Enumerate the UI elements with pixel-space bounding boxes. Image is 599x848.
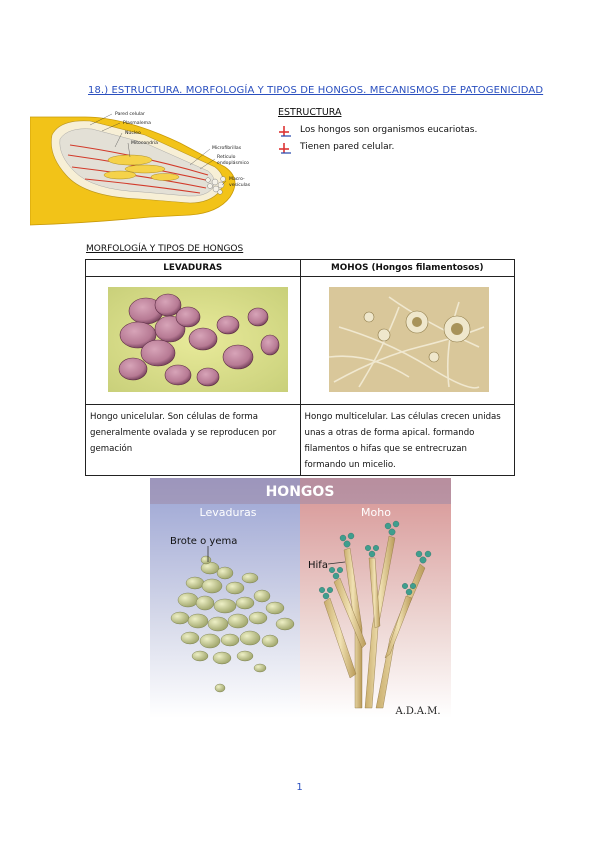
brote-label: Brote o yema	[170, 536, 237, 547]
label-reticulo: Retículo	[217, 153, 236, 160]
bullet-text: Tienen pared celular.	[300, 142, 395, 152]
arrow-bullet-icon	[279, 125, 291, 137]
bullet-text: Los hongos son organismos eucariotas.	[300, 125, 478, 135]
mold-micrograph	[328, 287, 489, 392]
mold-spores	[319, 520, 432, 600]
yeast-cluster	[170, 555, 295, 693]
arrow-bullet-icon	[279, 142, 291, 154]
mold-hyphae	[323, 535, 426, 709]
moho-label: Moho	[361, 506, 391, 519]
mold-photo-cell	[299, 276, 515, 405]
fungi-types-table: LEVADURAS MOHOS (Hongos filamentosos)	[85, 259, 515, 476]
mohos-description: Hongo multicelular. Las células crecen u…	[299, 404, 515, 476]
label-mitocondria: Mitocondria	[131, 140, 158, 146]
label-macro: Macro-	[229, 176, 245, 182]
section-heading: 18.) ESTRUCTURA. MORFOLOGÍA Y TIPOS DE H…	[88, 85, 544, 96]
hifa-label: Hifa	[308, 560, 328, 571]
list-item: Los hongos son organismos eucariotas.	[278, 122, 477, 139]
label-nucleo: Núcleo	[125, 129, 141, 136]
label-microfibrillas: Microfibrillas	[212, 145, 242, 151]
estructura-bullet-list: Los hongos son organismos eucariotas. Ti…	[278, 122, 477, 156]
page-number: 1	[296, 782, 303, 793]
label-pared-celular: Pared celular	[115, 111, 145, 117]
hypha-structure-diagram: Pared celular Plasmalema Núcleo Mitocond…	[30, 111, 251, 226]
list-item: Tienen pared celular.	[278, 139, 477, 156]
estructura-title: ESTRUCTURA	[278, 107, 342, 118]
levaduras-description: Hongo unicelular. Son células de forma g…	[85, 404, 301, 476]
morfologia-title: MORFOLOGÍA Y TIPOS DE HONGOS	[86, 244, 244, 254]
adam-brand: A.D.A.M.	[394, 706, 440, 717]
header-levaduras: LEVADURAS	[85, 259, 301, 277]
hongos-illustration: HONGOS Levaduras Moho Brote o yema	[150, 478, 451, 718]
header-mohos: MOHOS (Hongos filamentosos)	[299, 259, 515, 277]
yeast-micrograph	[108, 287, 288, 392]
levaduras-label: Levaduras	[200, 506, 257, 519]
label-plasmalema: Plasmalema	[123, 120, 151, 126]
label-vesiculas: vesículas	[229, 181, 251, 188]
illustration-title: HONGOS	[266, 484, 335, 500]
label-endoplasmico: endoplásmico	[217, 159, 249, 166]
yeast-photo-cell	[85, 276, 301, 405]
